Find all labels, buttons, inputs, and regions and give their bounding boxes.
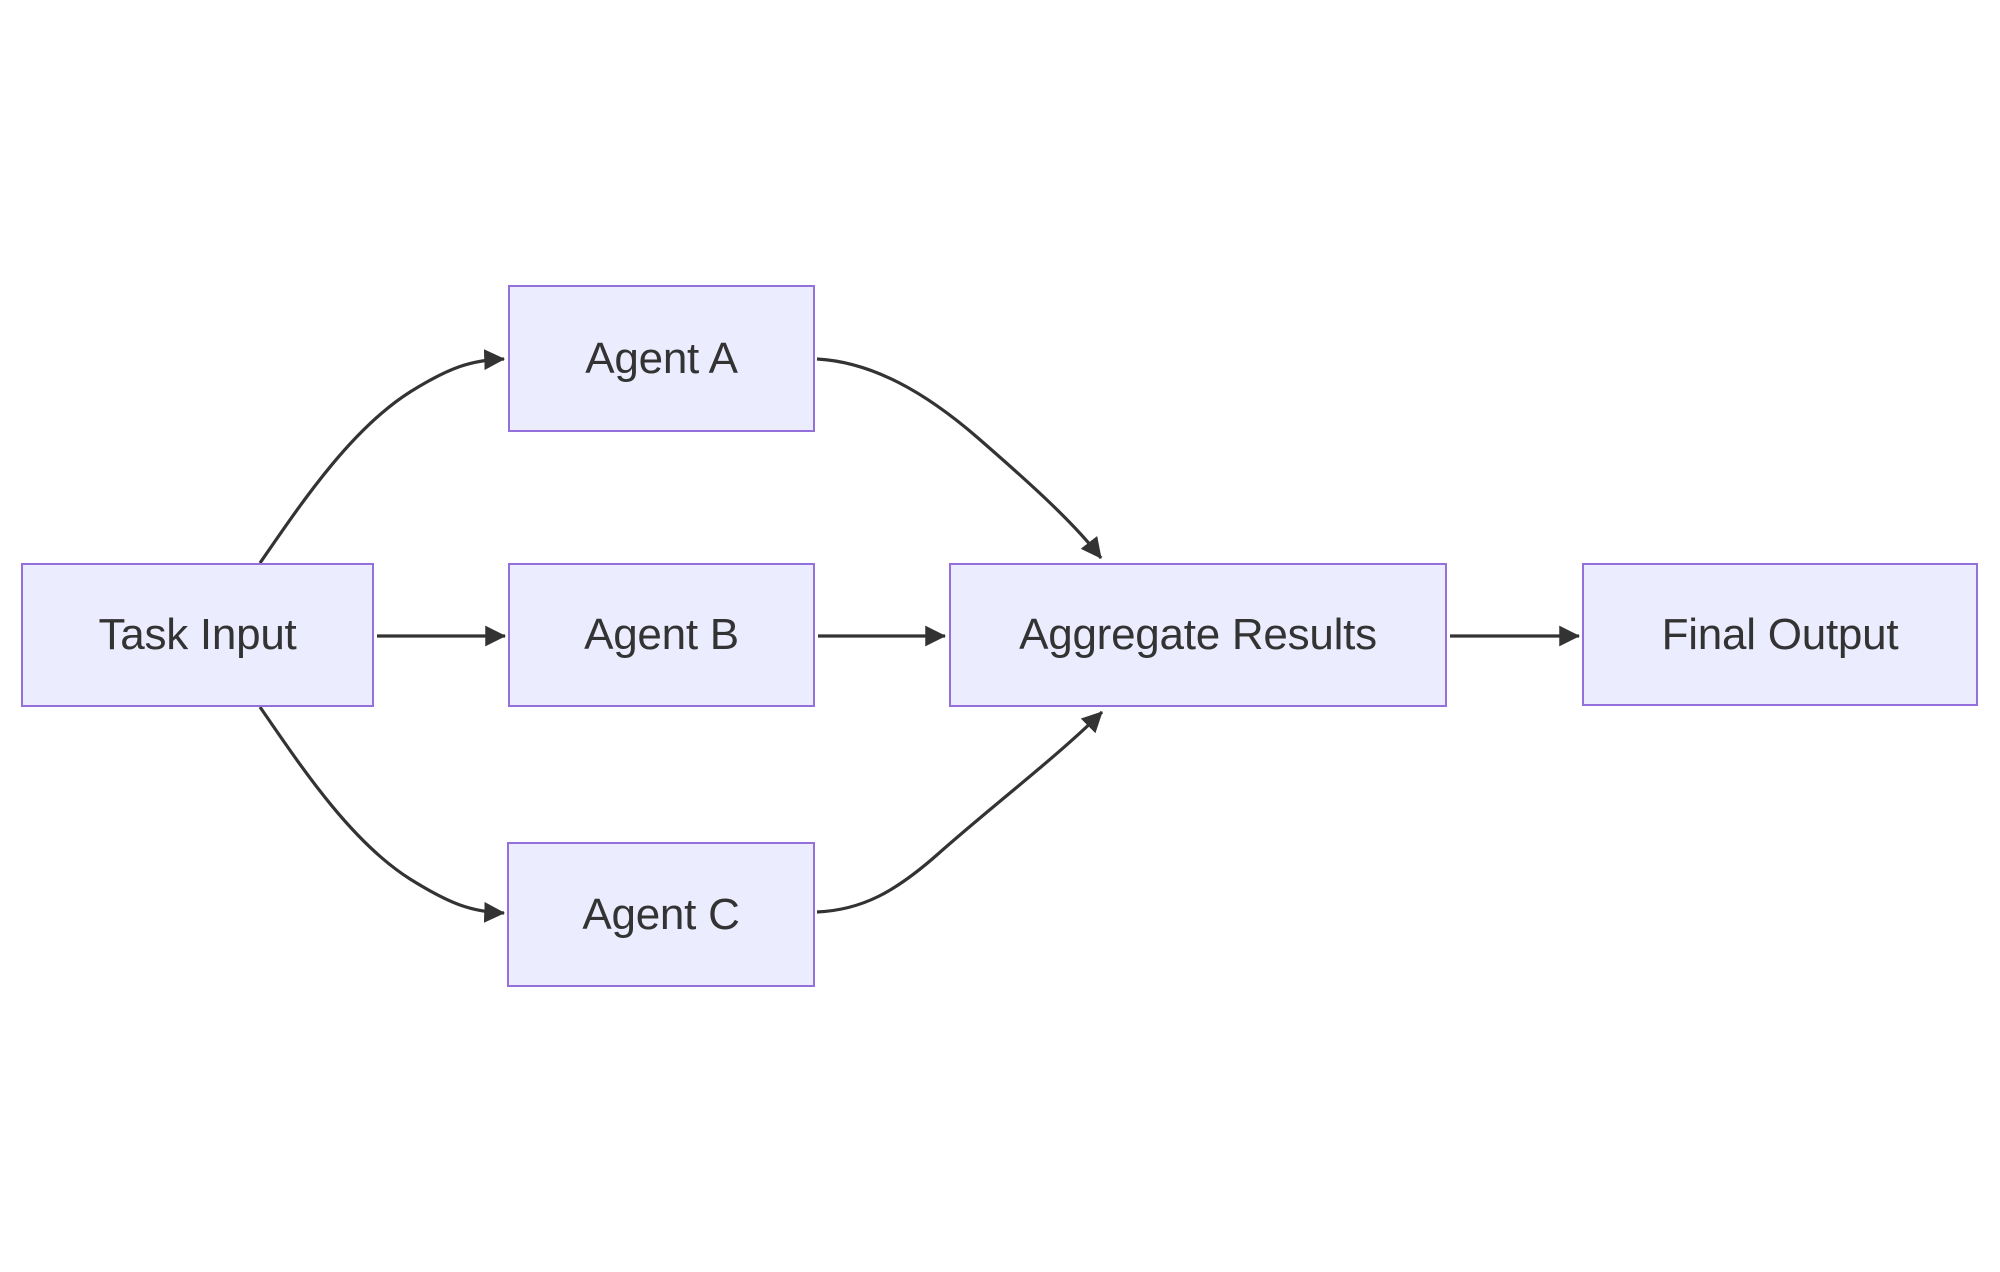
label-aggregate-results: Aggregate Results [1019, 610, 1377, 659]
node-agent-c: Agent C [507, 842, 815, 987]
node-final-output: Final Output [1582, 563, 1978, 706]
label-agent-b: Agent B [584, 610, 739, 659]
edge-task-input-to-agent-c [258, 706, 506, 923]
node-aggregate-results: Aggregate Results [949, 563, 1447, 707]
label-agent-a: Agent A [585, 333, 738, 383]
label-agent-c: Agent C [582, 889, 740, 939]
label-final-output: Final Output [1661, 609, 1899, 659]
edge-agent-c-to-aggregate-results [816, 710, 1104, 914]
node-agent-a: Agent A [508, 285, 815, 432]
edge-agent-a-to-aggregate-results [816, 357, 1103, 559]
label-task-input: Task Input [98, 610, 297, 659]
node-task-input: Task Input [21, 563, 374, 707]
node-agent-b: Agent B [508, 563, 815, 707]
edge-task-input-to-agent-a [258, 349, 506, 564]
